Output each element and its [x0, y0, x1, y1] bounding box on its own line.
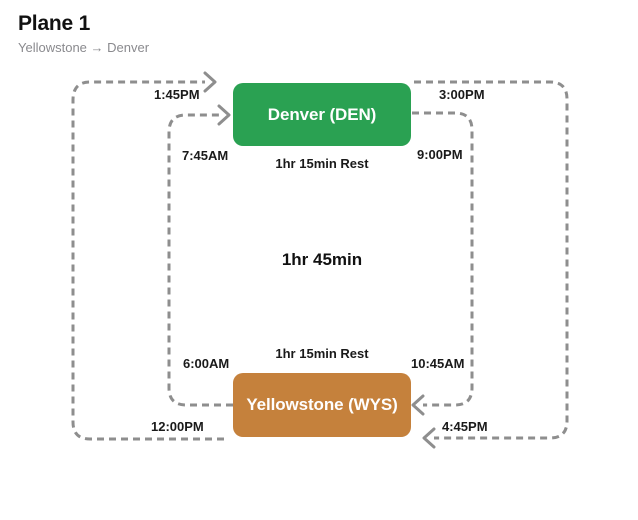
rest-label-denver: 1hr 15min Rest	[275, 156, 369, 171]
route-subtitle: Yellowstone → Denver	[18, 40, 150, 56]
node-yellowstone[interactable]: Yellowstone (WYS)	[233, 373, 411, 437]
node-yellowstone-label: Yellowstone (WYS)	[246, 395, 398, 414]
arrowhead-into-yellowstone-inner-icon	[411, 394, 425, 416]
time-den-depart-outer: 3:00PM	[439, 87, 485, 102]
rest-label-yellowstone: 1hr 15min Rest	[275, 346, 369, 361]
node-denver[interactable]: Denver (DEN)	[233, 83, 411, 146]
time-wys-arrive-inner: 10:45AM	[411, 356, 465, 371]
node-denver-label: Denver (DEN)	[267, 104, 377, 124]
arrowhead-into-denver-inner-icon	[217, 104, 231, 126]
arrowhead-into-denver-outer-icon	[203, 71, 217, 93]
time-wys-depart-outer: 12:00PM	[151, 419, 204, 434]
route-inner-left-line	[167, 113, 233, 407]
time-den-arrive-inner: 7:45AM	[182, 148, 229, 163]
time-wys-depart-inner: 6:00AM	[183, 356, 230, 371]
time-den-arrive-outer: 1:45PM	[154, 87, 200, 102]
flight-duration-label: 1hr 45min	[281, 250, 363, 269]
arrowhead-into-yellowstone-outer-icon	[422, 427, 436, 449]
route-inner-right-line	[412, 111, 474, 407]
route-outer-right-line	[414, 80, 569, 440]
header: Plane 1 Yellowstone → Denver	[18, 12, 149, 55]
page-title: Plane 1	[18, 12, 91, 35]
time-den-depart-inner: 9:00PM	[417, 147, 463, 162]
time-wys-arrive-outer: 4:45PM	[442, 419, 488, 434]
route-outer-left-line	[71, 80, 224, 441]
